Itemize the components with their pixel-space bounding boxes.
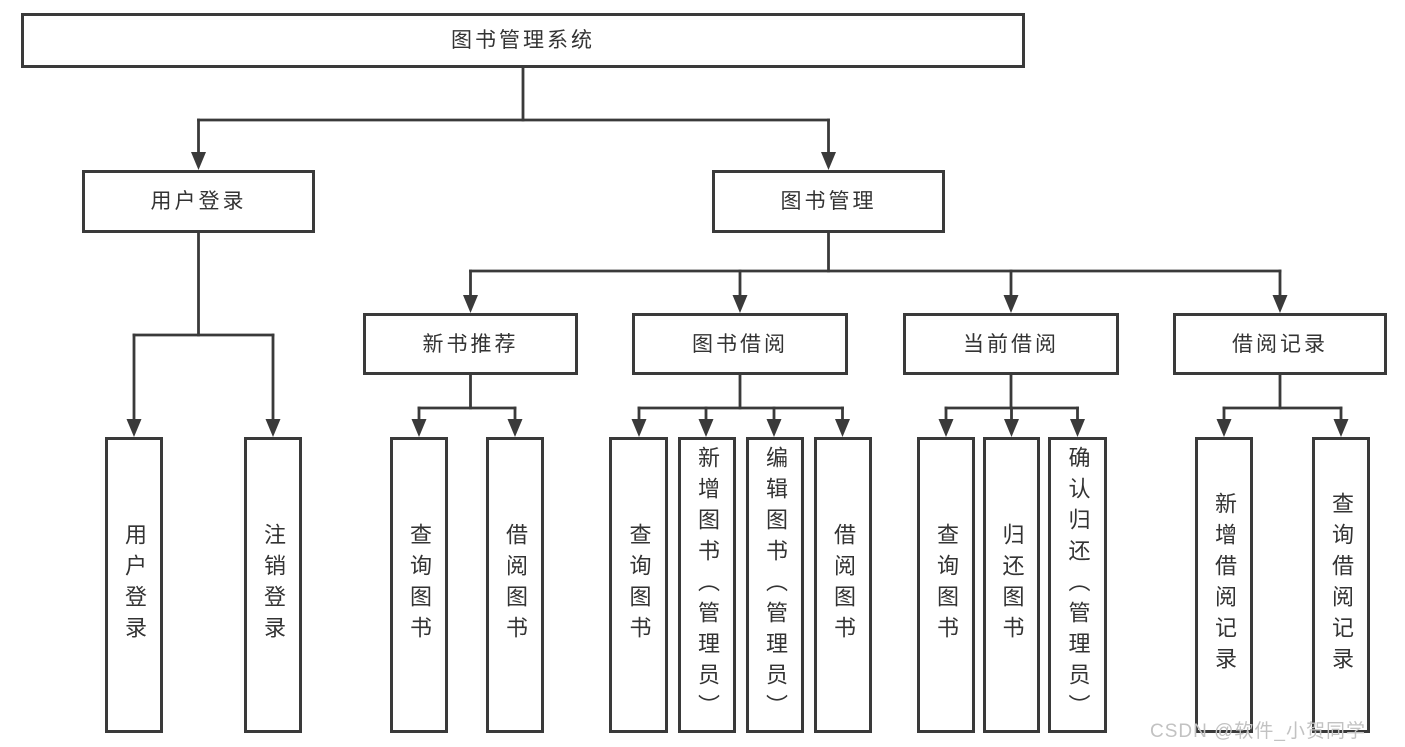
leaf-logout: 注销登录 bbox=[244, 437, 302, 733]
node-book-borrow: 图书借阅 bbox=[632, 313, 848, 375]
node-current-borrow: 当前借阅 bbox=[903, 313, 1119, 375]
leaf-current-return-books: 归还图书 bbox=[983, 437, 1040, 733]
leaf-borrow-edit-books-admin: 编辑图书（管理员） bbox=[746, 437, 804, 733]
leaf-borrow-query-books: 查询图书 bbox=[609, 437, 668, 733]
leaf-borrow-borrow-books: 借阅图书 bbox=[814, 437, 872, 733]
node-user-login: 用户登录 bbox=[82, 170, 315, 233]
leaf-current-query-books: 查询图书 bbox=[917, 437, 975, 733]
node-borrow-records: 借阅记录 bbox=[1173, 313, 1387, 375]
leaf-recommend-borrow-books: 借阅图书 bbox=[486, 437, 544, 733]
csdn-watermark: CSDN @软件_小贺同学 bbox=[1150, 721, 1366, 742]
leaf-borrow-add-books-admin: 新增图书（管理员） bbox=[678, 437, 736, 733]
node-root-library-system: 图书管理系统 bbox=[21, 13, 1025, 68]
leaf-records-add-borrow-record: 新增借阅记录 bbox=[1195, 437, 1253, 733]
leaf-current-confirm-return-admin: 确认归还（管理员） bbox=[1048, 437, 1107, 733]
leaf-records-query-borrow-record: 查询借阅记录 bbox=[1312, 437, 1370, 733]
node-book-management: 图书管理 bbox=[712, 170, 945, 233]
node-new-book-recommend: 新书推荐 bbox=[363, 313, 578, 375]
leaf-user-login: 用户登录 bbox=[105, 437, 163, 733]
leaf-recommend-query-books: 查询图书 bbox=[390, 437, 448, 733]
